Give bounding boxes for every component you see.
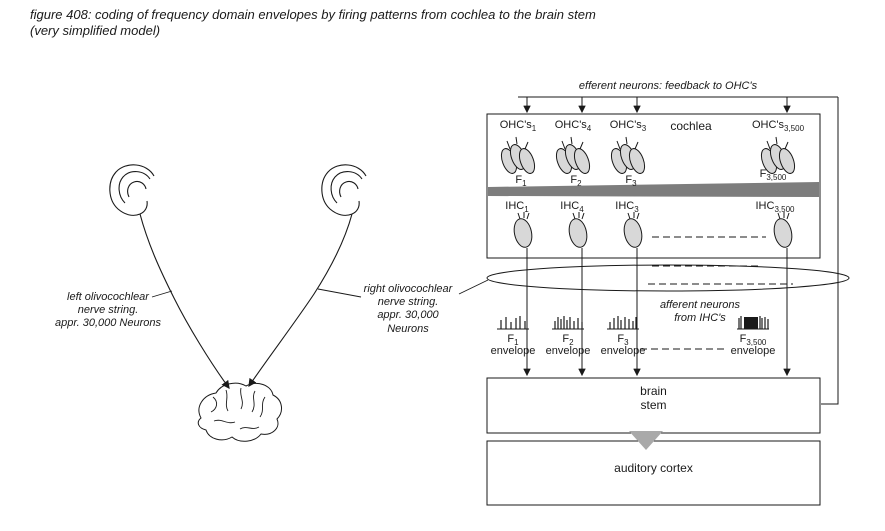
right-nerve-string-label: right olivocochlear nerve string. appr. …	[363, 283, 453, 335]
brain-stem-label: brain stem	[640, 384, 667, 413]
efferent-feedback-lines	[518, 96, 839, 405]
nerve-bundle-ellipse	[486, 264, 850, 292]
nerve-string-curves	[139, 213, 353, 389]
frequency-label-3: F3	[625, 174, 637, 189]
left-nerve-string-curve	[139, 213, 230, 389]
ihc-label-4: IHC3,500	[755, 200, 795, 215]
ohc-hair-cells-icon-1	[500, 136, 536, 174]
efferent-neurons-label: efferent neurons: feedback to OHC's	[578, 80, 758, 92]
brain-stem-box	[486, 377, 821, 434]
spike-train-icon-3	[607, 316, 639, 330]
right-ear-icon	[321, 164, 367, 216]
basilar-membrane-band	[488, 182, 819, 197]
envelope-f-label-3: F3	[617, 333, 629, 348]
auditory-cortex-label: auditory cortex	[614, 461, 693, 475]
ihc-cell-icon-3	[623, 212, 643, 248]
envelope-caption-3: envelope	[600, 345, 646, 357]
figure-subtitle: (very simplified model)	[30, 23, 161, 38]
envelope-caption-4: envelope	[730, 345, 776, 357]
right-nerve-string-curve	[248, 213, 353, 388]
ohc-hair-cells-icon-2	[555, 136, 591, 174]
envelope-f-label-2: F2	[562, 333, 574, 348]
afferent-neuron-lines	[523, 248, 791, 377]
ihc-label-3: IHC3	[615, 200, 639, 215]
spike-train-icon-1	[497, 316, 529, 330]
brain-icon	[197, 382, 282, 442]
cochlea-label: cochlea	[670, 119, 712, 133]
envelope-caption-2: envelope	[545, 345, 591, 357]
ohc-label-2: OHC's4	[554, 119, 592, 134]
envelope-f-label-4: F3,500	[739, 333, 767, 348]
ihc-cell-icon-1	[513, 212, 533, 248]
figure-title: figure 408: coding of frequency domain e…	[30, 7, 596, 22]
left-ear-icon	[109, 164, 155, 216]
ihc-cell-icon-4	[773, 212, 793, 248]
flow-arrow-triangle-icon	[629, 431, 663, 450]
ohc-label-4: OHC's3,500	[751, 119, 805, 134]
continuation-dashes	[640, 236, 793, 350]
spike-train-icon-4	[737, 316, 769, 330]
envelope-caption-1: envelope	[490, 345, 536, 357]
afferent-neurons-label: afferent neurons from IHC's	[659, 299, 741, 325]
ohc-label-3: OHC's3	[609, 119, 647, 134]
ihc-label-2: IHC4	[560, 200, 584, 215]
left-nerve-string-label: left olivocochlear nerve string. appr. 3…	[55, 291, 161, 330]
ohc-label-1: OHC's1	[499, 119, 537, 134]
ihc-cell-icon-2	[568, 212, 588, 248]
envelope-f-label-1: F1	[507, 333, 519, 348]
frequency-label-4: F3,500	[759, 168, 787, 183]
ohc-hair-cells-icon-3	[610, 136, 646, 174]
spike-train-icon-2	[552, 316, 584, 330]
label-pointer-lines	[151, 279, 489, 298]
ohc-hair-cells-icon-4	[760, 136, 796, 174]
frequency-label-2: F2	[570, 174, 582, 189]
frequency-label-1: F1	[515, 174, 527, 189]
ihc-label-1: IHC1	[505, 200, 529, 215]
